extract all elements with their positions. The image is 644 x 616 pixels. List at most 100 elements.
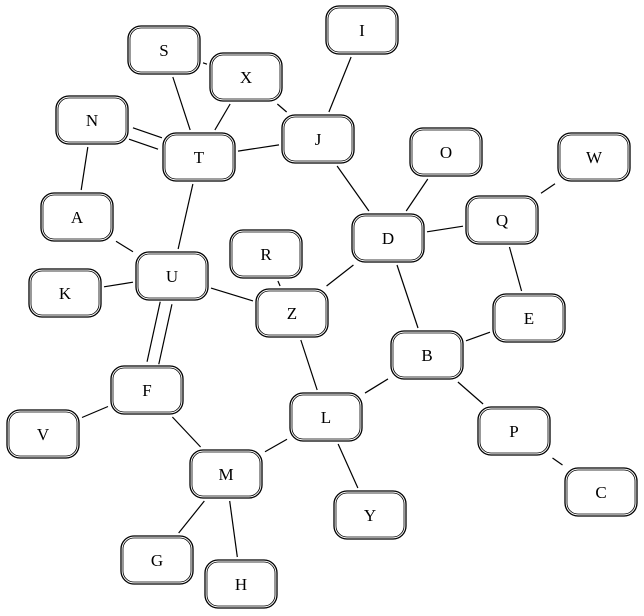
node-box-inner <box>191 451 261 497</box>
edge-t-j <box>237 144 280 152</box>
node-label: F <box>142 381 151 400</box>
edge-u-f <box>146 301 161 362</box>
edge-x-t <box>214 103 231 131</box>
node-box <box>162 132 236 182</box>
node-box <box>204 559 278 609</box>
node-label: R <box>260 245 272 264</box>
edge-l-y <box>337 443 359 489</box>
node-box <box>289 392 363 442</box>
node-n: N <box>55 95 129 145</box>
edge-m-g <box>178 500 205 534</box>
node-box-inner <box>257 290 327 336</box>
edge-b-l <box>364 378 389 394</box>
node-label: G <box>151 551 163 570</box>
node-box-inner <box>335 492 405 538</box>
edge-b-p <box>457 381 484 405</box>
node-label: W <box>586 148 603 167</box>
edge-f-v <box>81 405 109 419</box>
node-box <box>255 288 329 338</box>
node-c: C <box>564 467 638 517</box>
node-box <box>55 95 129 145</box>
edge-l-m <box>264 438 288 453</box>
node-box <box>465 195 539 245</box>
node-b: B <box>390 330 464 380</box>
node-d: D <box>351 213 425 263</box>
node-label: T <box>194 148 205 167</box>
node-label: I <box>359 21 365 40</box>
node-box <box>120 535 194 585</box>
node-v: V <box>6 409 80 459</box>
node-box <box>557 132 631 182</box>
edge-s-x <box>202 62 208 65</box>
node-box-inner <box>164 134 234 180</box>
node-box-inner <box>494 295 564 341</box>
node-q: Q <box>465 195 539 245</box>
node-box <box>229 229 303 279</box>
node-l: L <box>289 392 363 442</box>
node-label: M <box>218 465 233 484</box>
node-box <box>351 213 425 263</box>
node-label: X <box>240 68 252 87</box>
node-box-inner <box>42 194 112 240</box>
node-label: Y <box>364 506 376 525</box>
node-label: D <box>382 229 394 248</box>
node-box <box>492 293 566 343</box>
node-e: E <box>492 293 566 343</box>
node-box <box>477 406 551 456</box>
node-box <box>135 251 209 301</box>
node-box <box>189 449 263 499</box>
node-box-inner <box>291 394 361 440</box>
node-box <box>209 52 283 102</box>
node-label: S <box>159 41 168 60</box>
edge-d-b <box>396 264 419 329</box>
edge-u-k <box>103 281 134 288</box>
node-box <box>110 365 184 415</box>
node-box-inner <box>8 411 78 457</box>
edge-n-t <box>128 138 159 150</box>
node-box-inner <box>467 197 537 243</box>
node-label: B <box>421 346 432 365</box>
node-label: K <box>59 284 72 303</box>
edge-w-q <box>540 183 556 194</box>
node-label: O <box>440 143 452 162</box>
node-s: S <box>127 25 201 75</box>
node-w: W <box>557 132 631 182</box>
edge-s-t <box>172 76 191 131</box>
node-t: T <box>162 132 236 182</box>
node-box-inner <box>137 253 207 299</box>
node-box-inner <box>559 134 629 180</box>
node-box-inner <box>30 270 100 316</box>
node-box-inner <box>353 215 423 261</box>
node-r: R <box>229 229 303 279</box>
edge-u-f <box>158 304 173 365</box>
edge-z-l <box>300 339 318 391</box>
node-u: U <box>135 251 209 301</box>
node-box <box>333 490 407 540</box>
node-g: G <box>120 535 194 585</box>
node-p: P <box>477 406 551 456</box>
edge-e-b <box>465 331 491 342</box>
edge-n-a <box>80 146 89 191</box>
node-i: I <box>325 5 399 55</box>
node-box <box>28 268 102 318</box>
node-box <box>325 5 399 55</box>
edge-o-d <box>405 178 429 212</box>
node-label: L <box>321 408 331 427</box>
edge-x-j <box>276 103 288 113</box>
node-box-inner <box>129 27 199 73</box>
node-box <box>6 409 80 459</box>
node-k: K <box>28 268 102 318</box>
node-y: Y <box>333 490 407 540</box>
node-box-inner <box>231 231 301 277</box>
node-label: H <box>235 575 247 594</box>
edge-f-m <box>171 416 202 448</box>
node-label: N <box>86 111 98 130</box>
edge-n-t <box>132 127 163 139</box>
node-box <box>390 330 464 380</box>
node-label: P <box>509 422 518 441</box>
node-box <box>409 127 483 177</box>
edge-i-j <box>328 56 352 113</box>
